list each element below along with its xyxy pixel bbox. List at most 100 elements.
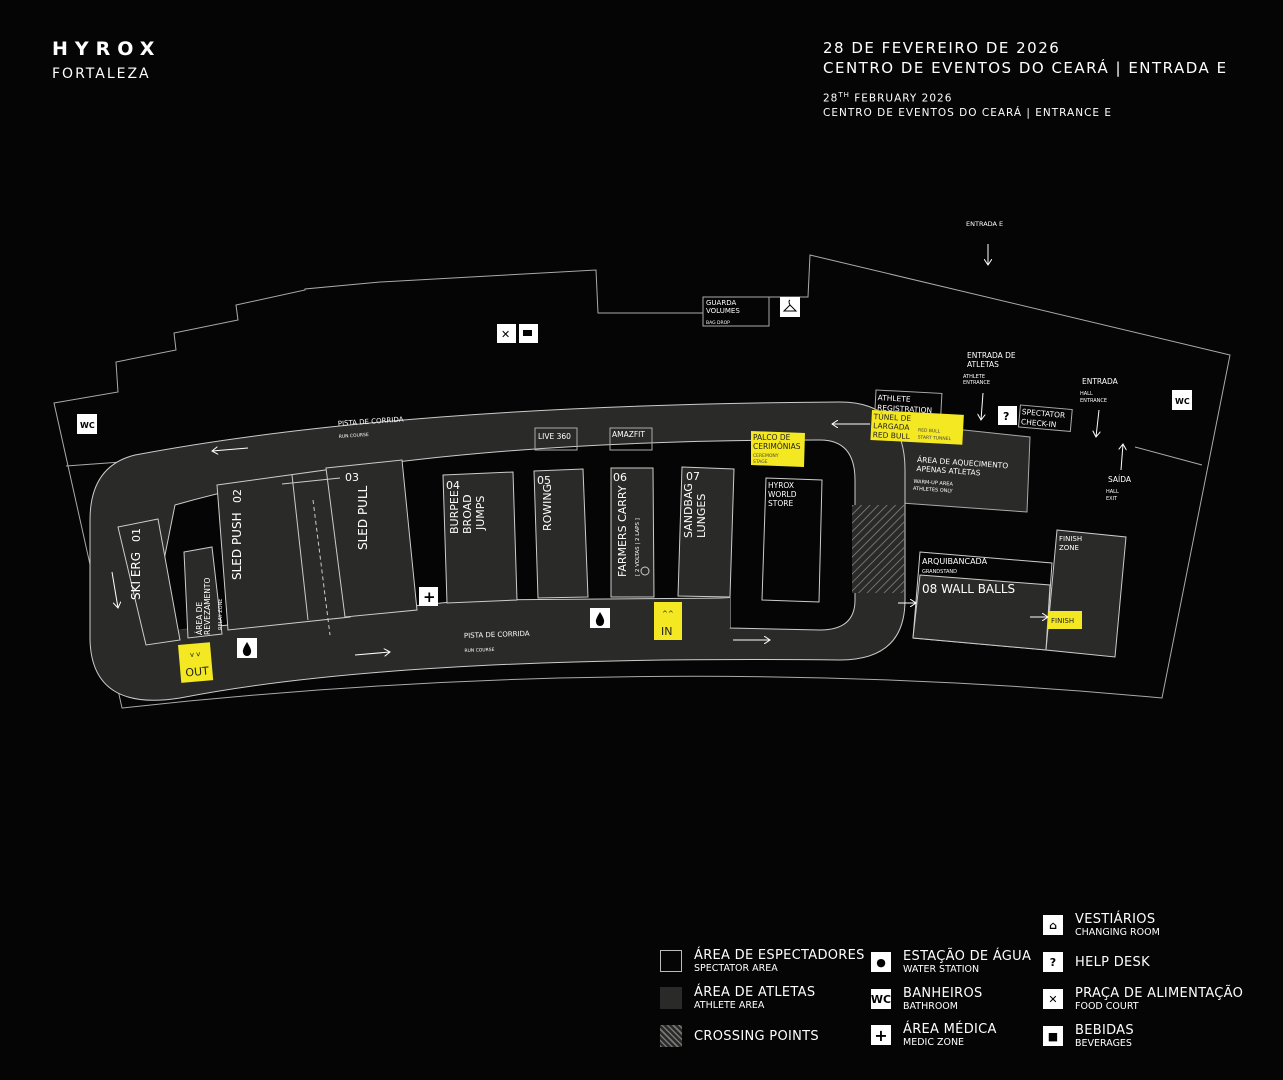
svg-text:BROAD: BROAD: [461, 494, 474, 534]
svg-text:SAÍDA: SAÍDA: [1108, 475, 1132, 484]
svg-text:IN: IN: [661, 625, 672, 638]
legend-crossing-points: CROSSING POINTS: [660, 1025, 819, 1047]
svg-text:03: 03: [345, 471, 359, 484]
svg-text:SLED PUSH: SLED PUSH: [230, 512, 244, 580]
svg-text:CHECK-IN: CHECK-IN: [1021, 417, 1057, 429]
brand-logo: HYROX: [52, 38, 162, 60]
station-05-rowing: 05 ROWING: [533, 468, 589, 599]
event-venue-pt: CENTRO DE EVENTOS DO CEARÁ | ENTRADA E: [823, 59, 1228, 77]
legend-label: VESTIÁRIOS: [1075, 912, 1156, 927]
svg-text:REVEZAMENTO: REVEZAMENTO: [203, 578, 212, 635]
legend-sublabel: ATHLETE AREA: [694, 1000, 765, 1011]
station-04-burpee-broad-jumps: 04 BURPEE BROAD JUMPS: [442, 471, 518, 604]
svg-text:RELAY ZONE: RELAY ZONE: [218, 599, 224, 630]
legend-help-desk: ? HELP DESK: [1043, 952, 1150, 972]
svg-text:02: 02: [231, 489, 244, 503]
medic-cross-icon: +: [871, 1025, 891, 1045]
svg-text:HYROX: HYROX: [768, 481, 794, 490]
svg-text:RED BULL: RED BULL: [872, 430, 910, 441]
svg-text:LUNGES: LUNGES: [695, 494, 708, 538]
svg-text:PISTA DE CORRIDA: PISTA DE CORRIDA: [464, 630, 530, 640]
svg-text:GRANDSTAND: GRANDSTAND: [922, 569, 957, 575]
spectator-checkin: SPECTATOR CHECK-IN: [1017, 404, 1073, 433]
station-07-sandbag-lunges: 07 SANDBAG LUNGES: [677, 466, 735, 598]
svg-text:ÁREA DE: ÁREA DE: [195, 602, 204, 635]
water-station-icon: [237, 638, 257, 658]
svg-text:ENTRADA: ENTRADA: [1082, 377, 1119, 386]
legend-label: HELP DESK: [1075, 954, 1150, 970]
svg-text:STORE: STORE: [768, 499, 793, 508]
svg-text:+: +: [423, 588, 436, 606]
legend-sublabel: MEDIC ZONE: [903, 1037, 965, 1048]
event-info-en: 28TH FEBRUARY 2026 CENTRO DE EVENTOS DO …: [823, 88, 1112, 120]
svg-text:01: 01: [130, 528, 143, 542]
svg-text:ATLETAS: ATLETAS: [967, 360, 999, 369]
svg-text:SPECTATOR: SPECTATOR: [1021, 407, 1065, 420]
svg-text:JUMPS: JUMPS: [474, 496, 487, 531]
svg-text:START TUNNEL: START TUNNEL: [917, 434, 951, 442]
relay-zone: ÁREA DE REVEZAMENTO RELAY ZONE: [183, 546, 224, 639]
legend-label: ÁREA DE ESPECTADORES: [694, 948, 865, 963]
legend-label: BEBIDAS: [1075, 1023, 1134, 1038]
spectator-area-swatch: [660, 950, 682, 972]
svg-text:VOLUMES: VOLUMES: [706, 307, 740, 315]
svg-text:07: 07: [686, 470, 700, 483]
legend-label: ÁREA DE ATLETAS: [694, 985, 816, 1000]
svg-text:05: 05: [537, 474, 551, 487]
svg-text:FARMERS CARRY: FARMERS CARRY: [616, 485, 629, 577]
svg-text:LIVE 360: LIVE 360: [538, 432, 571, 441]
svg-text:PALCO DE: PALCO DE: [753, 433, 791, 442]
svg-text:HALL: HALL: [1106, 489, 1119, 495]
date-day: 28: [823, 92, 839, 105]
svg-text:WORLD: WORLD: [768, 490, 797, 499]
date-suffix: TH: [838, 91, 850, 99]
beverages-icon: [519, 324, 538, 343]
svg-text:LARGADA: LARGADA: [873, 421, 911, 432]
question-icon: ?: [1043, 952, 1063, 972]
svg-text:ATHLETES ONLY: ATHLETES ONLY: [913, 486, 954, 495]
legend-label: ESTAÇÃO DE ÁGUA: [903, 949, 1032, 964]
svg-text:EXIT: EXIT: [1106, 496, 1118, 502]
live360-booth: LIVE 360: [534, 427, 578, 451]
svg-text:ROWING: ROWING: [541, 484, 554, 531]
svg-text:^^: ^^: [662, 610, 674, 618]
svg-text:04: 04: [446, 479, 460, 492]
out-marker[interactable]: v v OUT: [178, 642, 214, 683]
wc-icon: WC: [871, 989, 891, 1009]
date-rest: FEBRUARY 2026: [849, 92, 953, 105]
legend-sublabel: BATHROOM: [903, 1001, 958, 1012]
svg-text:WC: WC: [80, 421, 95, 430]
svg-text:ENTRANCE: ENTRANCE: [963, 380, 990, 386]
food-court-icon: ✕: [497, 324, 516, 343]
in-marker[interactable]: ^^ IN: [654, 602, 682, 640]
hyrox-world-store: HYROX WORLD STORE: [761, 477, 823, 603]
legend-sublabel: FOOD COURT: [1075, 1001, 1139, 1012]
svg-text:REGISTRATION: REGISTRATION: [877, 403, 932, 415]
crossing-point: [852, 505, 904, 593]
station-01-ski-erg: 01 SKI ERG: [117, 518, 181, 646]
svg-text:RUN COURSE: RUN COURSE: [464, 647, 494, 654]
bag-drop: GUARDA VOLUMES BAG DROP: [702, 296, 770, 327]
station-03-sled-pull: 03 SLED PULL: [281, 459, 418, 636]
crossing-swatch: [660, 1025, 682, 1047]
event-venue-en: CENTRO DE EVENTOS DO CEARÁ | ENTRANCE E: [823, 106, 1113, 119]
city-name: FORTALEZA: [52, 66, 151, 82]
svg-text:ATHLETE: ATHLETE: [877, 393, 911, 404]
hall-entrance: ENTRADA HALL ENTRANCE: [1080, 377, 1119, 437]
station-02-sled-push: 02 SLED PUSH: [216, 467, 351, 631]
svg-text:APENAS ATLETAS: APENAS ATLETAS: [916, 464, 981, 477]
svg-text:RED BULL: RED BULL: [918, 427, 941, 434]
svg-text:AMAZFIT: AMAZFIT: [612, 430, 645, 439]
legend-sublabel: BEVERAGES: [1075, 1038, 1132, 1049]
svg-text:CERIMÔNIAS: CERIMÔNIAS: [753, 442, 801, 451]
station-08-wall-balls: ARQUIBANCADA GRANDSTAND 08 WALL BALLS: [912, 551, 1053, 651]
hanger-icon: ⌂: [1043, 915, 1063, 935]
entrada-e-label: ENTRADA E: [966, 220, 1003, 228]
svg-text:BAG DROP: BAG DROP: [706, 320, 730, 326]
